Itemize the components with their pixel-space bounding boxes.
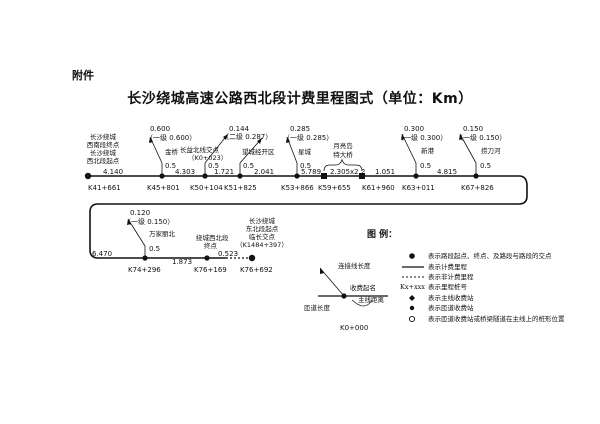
legend-item-7: 表示匝道收费站或桥梁隧道在主线上的桩形位置: [428, 314, 565, 323]
name-xingang: 新港: [421, 146, 435, 155]
sample-ramp-long: 匝道长度: [304, 303, 331, 312]
ramp-laodaohe: 0.150: [463, 125, 483, 133]
seg-1: 4.140: [103, 168, 123, 176]
start-name-3: 长沙绕城: [90, 148, 117, 157]
name-jinqiao: 金桥: [165, 147, 179, 156]
ramp-changyi-2: （二级 0.287）: [222, 132, 272, 141]
side-xingcheng: 0.5: [300, 162, 311, 170]
ramp-xingang-2: （一级 0.300）: [397, 133, 447, 142]
legend-item-6: 表示匝道收费站: [428, 303, 474, 312]
bseg-2: 1.873: [172, 258, 192, 266]
name-xingcheng: 星城: [298, 148, 312, 156]
station-code-k74: K74+296: [128, 266, 161, 274]
station-code-k50: K50+104: [190, 184, 223, 192]
ramp-wanjiali-2: （一级 0.150）: [124, 217, 174, 226]
seg-2: 4.303: [175, 168, 195, 176]
legend-item-5: 表示主线收费站: [428, 293, 474, 302]
legend-dot-icon: [409, 253, 415, 259]
seg-6: 2.305x2.2: [330, 168, 365, 176]
name-laodaohe: 捞刀河: [481, 146, 501, 155]
ramp-xingcheng: 0.285: [290, 125, 310, 133]
name-changyi: 长益北线交点: [180, 145, 220, 154]
route-line: [88, 175, 528, 259]
ne-name-4: （K1484+397）: [236, 241, 288, 249]
station-code-k41: K41+661: [88, 184, 121, 192]
bridge-name-1: 月亮岛: [333, 141, 353, 150]
node-k61: [359, 173, 365, 179]
sample-main-dist: 主线距离: [358, 295, 385, 304]
node-northeast-start: [248, 254, 256, 262]
ramp-jinqiao-2: （一级 0.600）: [146, 133, 196, 142]
seg-5: 5.789: [301, 168, 321, 176]
legend-item-3: 表示非计费里程: [428, 272, 474, 281]
legend-diamond-icon: [409, 295, 415, 301]
ne-name-3: 临长交点: [249, 232, 276, 241]
ramp-xingang: 0.300: [404, 125, 424, 133]
station-code-k45: K45+801: [147, 184, 180, 192]
station-code-k76b: K76+692: [240, 266, 273, 274]
start-name-1: 长沙绕城: [90, 132, 117, 141]
ramp-xingcheng-2: （一级 0.285）: [283, 133, 333, 142]
side-xingang: 0.5: [420, 162, 431, 170]
sample-ramp-len: 连接线长度: [338, 261, 371, 270]
legend-item-1: 表示路段起点、终点、及路段与路段的交点: [428, 251, 552, 260]
start-node: [84, 172, 92, 180]
legend-title: 图 例：: [367, 228, 397, 240]
seg-3: 1.721: [214, 168, 234, 176]
name-wanjiali: 万家丽北: [149, 229, 176, 238]
station-code-k76a: K76+169: [194, 266, 227, 274]
side-changyi: 0.5: [208, 162, 219, 170]
legend-item-2: 表示计费里程: [428, 262, 468, 271]
legend-kx-label: Kx+xxx: [400, 283, 425, 291]
legend-item-4: 表示里程桩号: [428, 282, 468, 291]
name-changyi-2: （K0+023）: [188, 154, 227, 162]
station-code-k63: K63+011: [402, 184, 435, 192]
ramp-wanjiali: 0.120: [130, 209, 150, 217]
seg-4: 2.041: [254, 168, 274, 176]
station-code-k51: K51+825: [224, 184, 257, 192]
station-code-k61: K61+960: [362, 184, 395, 192]
seg-7: 1.051: [375, 168, 395, 176]
legend-small-dot-icon: [409, 305, 415, 311]
node-k59: [321, 173, 327, 179]
station-code-k67: K67+826: [461, 184, 494, 192]
name-end-2: 终点: [204, 241, 218, 250]
bseg-3: 0.523: [218, 250, 238, 258]
seg-8: 4.815: [437, 168, 457, 176]
name-wangcheng: 望城经开区: [242, 147, 275, 156]
node-end-northwest: [204, 255, 210, 261]
station-code-k53: K53+866: [281, 184, 314, 192]
bridge-name-2: 特大桥: [333, 150, 353, 159]
side-wanjiali: 0.5: [149, 245, 160, 253]
ramp-laodaohe-2: （一级 0.150）: [456, 133, 506, 142]
ramp-jinqiao: 0.600: [150, 125, 170, 133]
name-end-1: 绕城西北段: [196, 233, 229, 242]
ne-name-1: 长沙绕城: [249, 216, 276, 225]
sample-code: K0+000: [340, 324, 368, 332]
bseg-1: 6.470: [92, 250, 112, 258]
station-code-k59: K59+655: [318, 184, 351, 192]
bridge-brace: [323, 158, 363, 172]
side-laodaohe: 0.5: [480, 162, 491, 170]
attachment-label: 附件: [72, 69, 94, 82]
side-wangcheng: 0.5: [243, 162, 254, 170]
start-name-4: 西北段起点: [87, 156, 120, 165]
legend-hollow-icon: [408, 315, 416, 323]
sample-fee-start: 收费起名: [350, 283, 376, 292]
side-jinqiao: 0.5: [165, 162, 176, 170]
page-title: 长沙绕城高速公路西北段计费里程图式（单位：Km）: [127, 91, 473, 107]
start-name-2: 西南段终点: [87, 140, 120, 149]
ramp-changyi: 0.144: [229, 125, 250, 133]
ne-name-2: 东北段起点: [246, 224, 279, 233]
